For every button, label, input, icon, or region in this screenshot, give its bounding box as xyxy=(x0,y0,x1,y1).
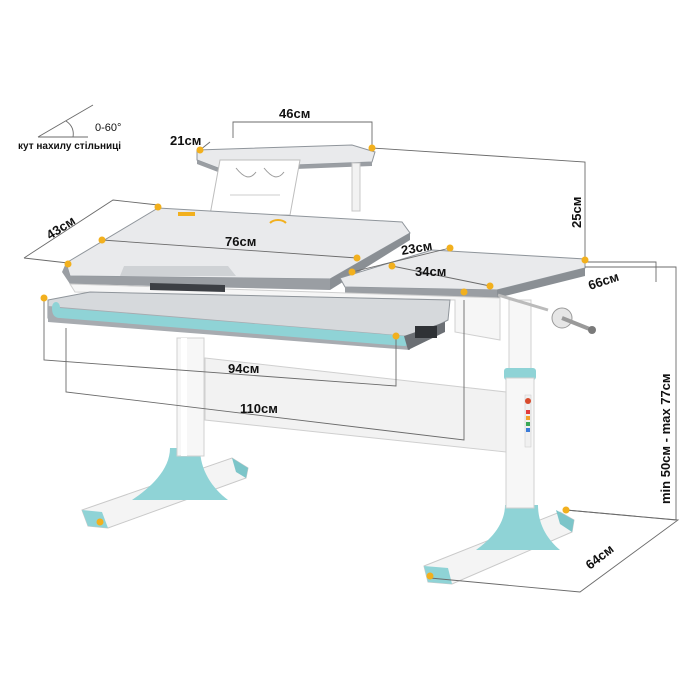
marker-dots xyxy=(40,144,589,580)
desk-frame xyxy=(69,283,501,341)
book-stand xyxy=(209,159,301,216)
drawer xyxy=(47,291,451,350)
main-top-width-label: 76см xyxy=(225,234,256,249)
right-leg xyxy=(476,299,560,550)
left-leg xyxy=(132,337,228,500)
shelf-height-label: 25см xyxy=(569,197,584,228)
angle-label: 0-60° xyxy=(95,122,121,134)
desk-depth-label: 43см xyxy=(43,213,77,243)
shelf-width-label: 46см xyxy=(279,106,310,121)
overall-width-label: 110см xyxy=(240,401,278,416)
dimension-lines xyxy=(23,104,680,593)
drawer-width-label: 94см xyxy=(228,361,259,376)
height-range-label: min 50см - max 77см xyxy=(658,373,673,504)
shelf-depth-label: 21см xyxy=(170,133,201,148)
overall-depth-label: 66см xyxy=(586,269,620,293)
side-top-width-label: 34см xyxy=(415,264,446,279)
angle-caption: кут нахилу стільниці xyxy=(18,141,121,152)
side-top-depth-label: 23см xyxy=(400,238,433,258)
crossbar xyxy=(204,357,507,453)
base-depth-label: 64см xyxy=(583,541,617,572)
crank-handle xyxy=(497,293,596,334)
